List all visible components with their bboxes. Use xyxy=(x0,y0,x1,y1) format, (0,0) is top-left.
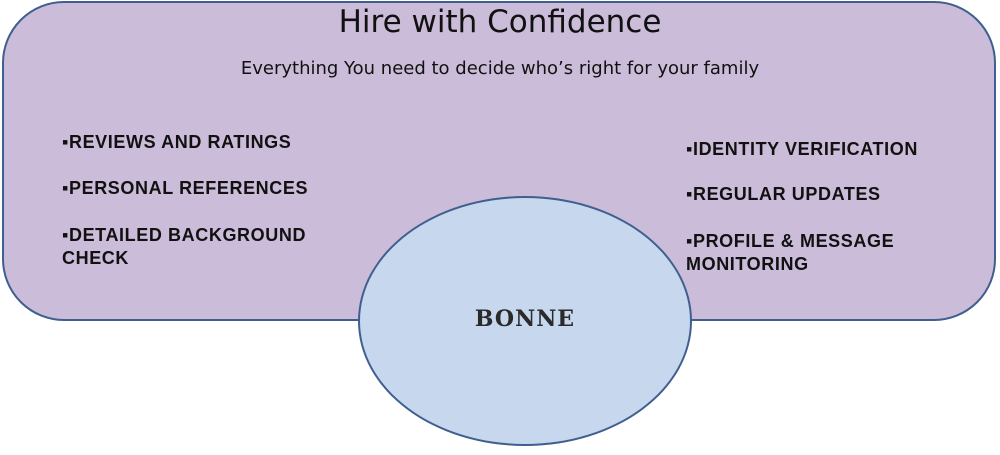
diagram-title: Hire with Confidence xyxy=(338,4,662,40)
feature-profile-message-monitoring: ▪PROFILE & MESSAGE MONITORING xyxy=(686,231,895,274)
feature-reviews-ratings: ▪REVIEWS AND RATINGS xyxy=(62,132,292,152)
brand-label: BONNE xyxy=(474,306,576,332)
diagram-subtitle: Everything You need to decide who’s righ… xyxy=(240,58,760,79)
center-ellipse xyxy=(358,196,692,446)
feature-personal-references: ▪PERSONAL REFERENCES xyxy=(62,178,309,198)
feature-identity-verification: ▪IDENTITY VERIFICATION xyxy=(686,139,918,159)
feature-background-check: ▪DETAILED BACKGROUND CHECK xyxy=(62,225,307,268)
feature-regular-updates: ▪REGULAR UPDATES xyxy=(686,184,881,204)
